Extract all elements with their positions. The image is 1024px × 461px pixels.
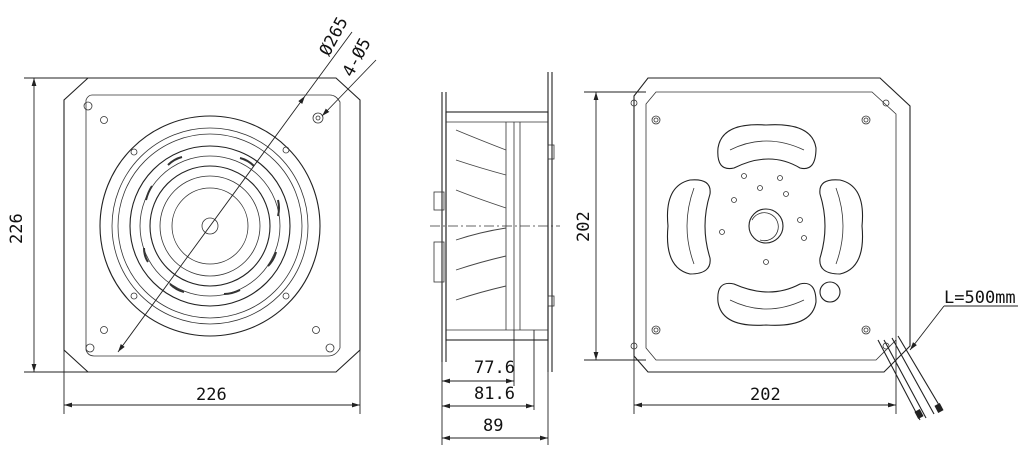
cable-length-label: L=500mm <box>944 288 1016 308</box>
holes-label: 4-Ø5 <box>339 35 376 81</box>
rear-vents <box>666 124 864 326</box>
side-view: 77.6 81.6 89 <box>430 72 560 445</box>
side-depth-label-2: 81.6 <box>474 384 515 404</box>
side-depth-label-1: 77.6 <box>474 358 515 378</box>
rear-cable <box>877 335 944 421</box>
diameter-leader <box>117 95 306 353</box>
front-width-label: 226 <box>196 385 227 405</box>
front-height-label: 226 <box>7 213 27 244</box>
holes-leader <box>321 59 377 117</box>
rear-plate-outline <box>633 77 911 373</box>
rear-hub <box>748 208 784 244</box>
front-plate-recess <box>85 94 341 357</box>
side-motor-tab <box>433 191 445 211</box>
diameter-leader-ext <box>304 31 353 97</box>
rear-view: L=500mm 202 202 <box>574 77 1018 421</box>
rear-height-label: 202 <box>574 211 594 242</box>
rear-cable-gland <box>819 281 841 303</box>
side-blades <box>455 129 507 301</box>
front-view: Ø265 4-Ø5 226 226 <box>7 14 377 414</box>
rear-plate-inner <box>645 91 897 361</box>
rear-mounting-holes <box>630 99 890 350</box>
front-impeller-blades <box>143 156 280 295</box>
rear-width-label: 202 <box>750 385 781 405</box>
front-plate-outline <box>63 77 361 373</box>
cable-leader <box>909 305 945 351</box>
rear-hub-holes <box>719 173 807 265</box>
diameter-label: Ø265 <box>316 14 353 60</box>
side-depth-label-3: 89 <box>483 416 503 436</box>
